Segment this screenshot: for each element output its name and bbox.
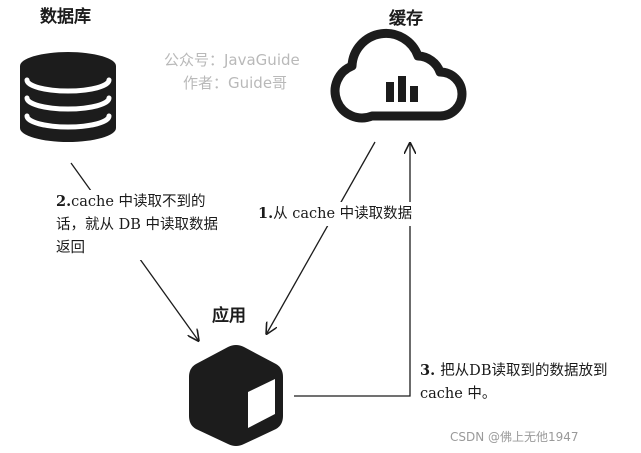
step-2-text: cache 中读取不到的话，就从 DB 中读取数据返回	[56, 194, 218, 256]
watermark-line-1: 公众号：JavaGuide	[164, 51, 300, 69]
arrow-app-to-cache	[294, 144, 410, 397]
step-1-text: 从 cache 中读取数据	[273, 206, 413, 222]
csdn-footer: CSDN @佛上无他1947	[450, 430, 579, 444]
database-icon	[20, 52, 116, 142]
step-2-number: 2.	[56, 193, 72, 210]
cloud-chart-icon	[330, 28, 467, 123]
step-2-label: 2.cache 中读取不到的话，就从 DB 中读取数据返回	[56, 190, 224, 260]
database-title: 数据库	[40, 7, 91, 27]
arrow-cache-to-app	[267, 141, 376, 333]
step-3-number: 3.	[420, 362, 441, 379]
step-1-label: 1.从 cache 中读取数据	[258, 202, 413, 226]
step-1-number: 1.	[258, 205, 274, 222]
watermark-line-2: 作者：Guide哥	[183, 74, 288, 92]
step-3-text: 把从DB读取到的数据放到 cache 中。	[420, 363, 608, 402]
app-title: 应用	[212, 306, 246, 326]
cache-title: 缓存	[389, 9, 423, 29]
cube-icon	[189, 345, 283, 446]
step-3-label: 3. 把从DB读取到的数据放到 cache 中。	[420, 359, 630, 406]
